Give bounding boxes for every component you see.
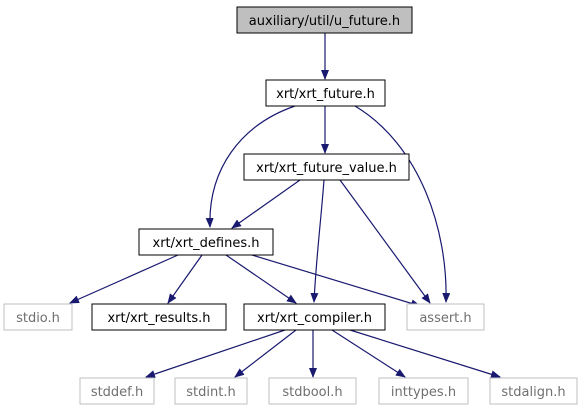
node-xrt-future-label: xrt/xrt_future.h: [276, 87, 375, 102]
edge-xrt_future_value-xrt_compiler: [310, 179, 325, 303]
node-assert[interactable]: assert.h: [406, 303, 485, 331]
node-xrt-results-label: xrt/xrt_results.h: [107, 311, 210, 326]
edge-xrt_future_value-xrt_defines: [231, 179, 301, 229]
node-xrt-results[interactable]: xrt/xrt_results.h: [91, 303, 227, 331]
node-xrt-future-value[interactable]: xrt/xrt_future_value.h: [243, 153, 410, 181]
edge-xrt_future_value-assert: [339, 179, 431, 304]
edge-xrt_defines-stdio: [69, 254, 179, 304]
node-assert-label: assert.h: [419, 311, 471, 326]
node-stddef-label: stddef.h: [91, 385, 143, 400]
node-xrt-defines[interactable]: xrt/xrt_defines.h: [138, 228, 274, 256]
edge-xrt_future-assert: [354, 105, 451, 303]
edge-xrt_defines-xrt_results: [167, 254, 203, 304]
edge-xrt_defines-xrt_compiler: [225, 254, 297, 304]
node-u-future[interactable]: auxiliary/util/u_future.h: [236, 6, 413, 34]
node-xrt-compiler-label: xrt/xrt_compiler.h: [257, 311, 372, 326]
node-stdio[interactable]: stdio.h: [3, 303, 73, 331]
node-stdint[interactable]: stdint.h: [174, 377, 248, 405]
edges: [69, 33, 501, 379]
node-xrt-future-value-label: xrt/xrt_future_value.h: [256, 161, 397, 176]
edge-xrt_compiler-stdint: [234, 329, 297, 378]
node-stdalign-label: stdalign.h: [501, 385, 565, 400]
node-stddef[interactable]: stddef.h: [79, 377, 155, 405]
edge-xrt_compiler-stdalign: [349, 329, 501, 379]
node-stdint-label: stdint.h: [186, 385, 235, 400]
node-inttypes[interactable]: inttypes.h: [378, 377, 469, 405]
node-stdio-label: stdio.h: [16, 311, 60, 326]
node-u-future-label: auxiliary/util/u_future.h: [249, 14, 400, 29]
node-inttypes-label: inttypes.h: [391, 385, 456, 400]
node-stdalign[interactable]: stdalign.h: [489, 377, 578, 405]
node-stdbool[interactable]: stdbool.h: [268, 377, 357, 405]
node-xrt-compiler[interactable]: xrt/xrt_compiler.h: [243, 303, 386, 331]
node-xrt-future[interactable]: xrt/xrt_future.h: [265, 79, 386, 107]
node-stdbool-label: stdbool.h: [282, 385, 342, 400]
edge-xrt_defines-assert: [251, 254, 421, 308]
edge-xrt_compiler-stddef: [145, 329, 286, 378]
edge-xrt_future-xrt_defines: [205, 105, 296, 228]
edge-xrt_compiler-inttypes: [331, 329, 406, 378]
node-xrt-defines-label: xrt/xrt_defines.h: [153, 236, 260, 251]
